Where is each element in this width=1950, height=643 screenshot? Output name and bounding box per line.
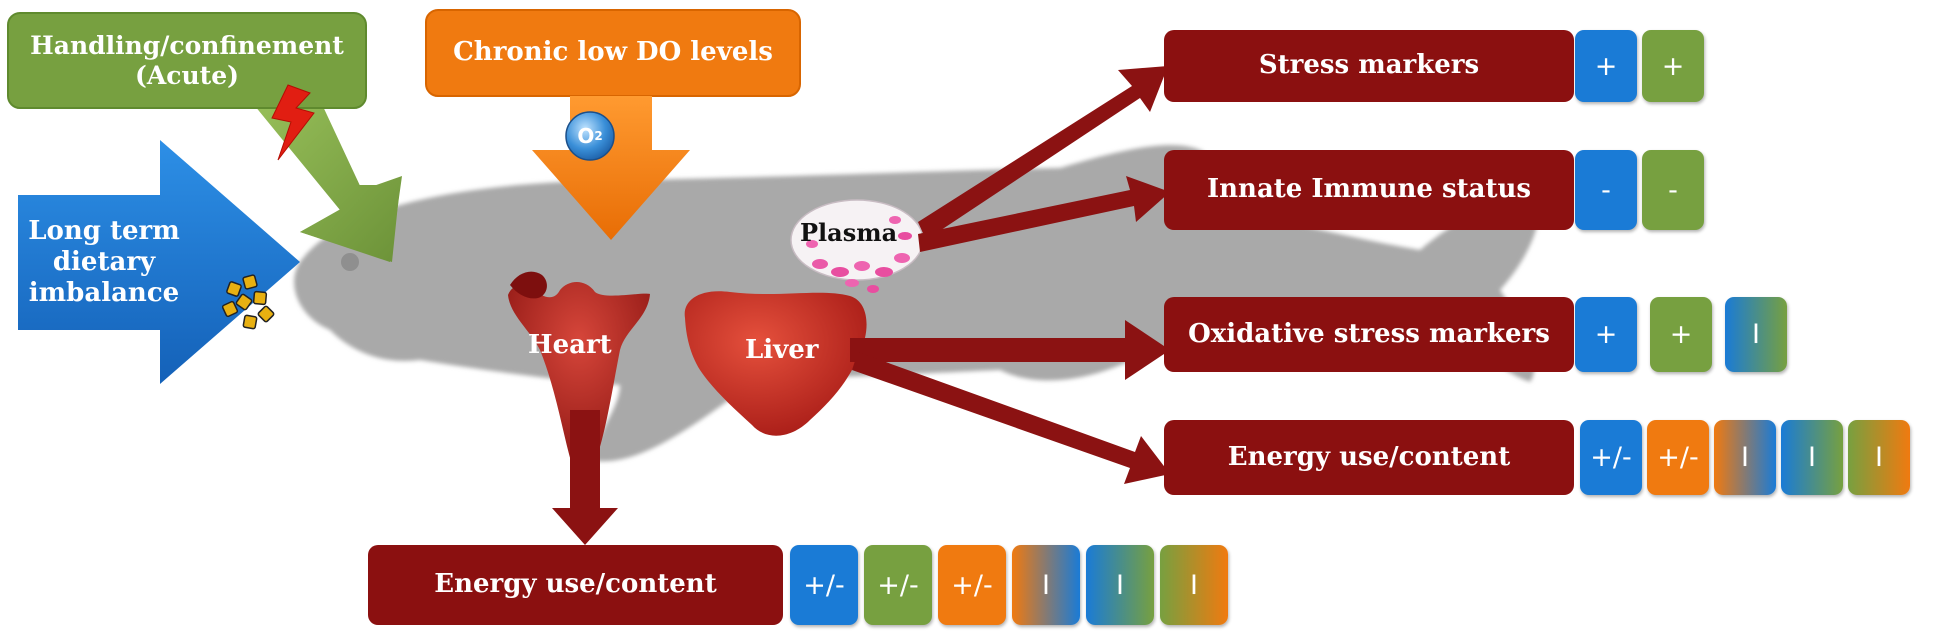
heart-energy-badge-blue-green: I — [1086, 545, 1154, 625]
arrow-plasma-immune — [918, 176, 1170, 252]
stress-markers-box-bg — [1164, 30, 1574, 102]
arrow-plasma-stress — [918, 66, 1168, 240]
liver-energy-badge-green-orange: I — [1848, 420, 1910, 495]
diet-arrow — [18, 140, 300, 384]
innate-immune-label: Innate Immune status — [1206, 174, 1532, 205]
heart-energy-badge-blue: +/- — [790, 545, 858, 625]
innate-immune-box-bg — [1164, 150, 1574, 230]
stress-markers-badge-blue: + — [1575, 30, 1637, 102]
acute-stress-label: Handling/confinement (Acute) — [30, 30, 344, 90]
arrow-liver-oxidative — [850, 320, 1170, 380]
oxidative-badge-blue: + — [1575, 297, 1637, 372]
liver-energy-box-bg — [1164, 420, 1574, 495]
diet-label: Long term dietary imbalance — [28, 215, 180, 309]
liver-organ — [684, 291, 867, 436]
liver-energy-badge-orange-blue: I — [1714, 420, 1776, 495]
plasma-label: Plasma — [800, 218, 898, 247]
oxidative-badge-blue-green: I — [1725, 297, 1787, 372]
heart-energy-badge-orange: +/- — [938, 545, 1006, 625]
stress-markers-label: Stress markers — [1258, 50, 1480, 81]
oxygen-symbol: O — [577, 124, 595, 148]
arrow-heart-down — [552, 410, 618, 545]
innate-immune-badge-green: - — [1642, 150, 1704, 230]
oxidative-box-bg — [1164, 297, 1574, 372]
acute-stress-arrow-body — [250, 100, 402, 262]
heart-organ — [508, 282, 650, 476]
liver-label: Liver — [745, 335, 819, 365]
liver-energy-badge-blue-green: I — [1781, 420, 1843, 495]
stress-markers-badge-green: + — [1642, 30, 1704, 102]
organ-arrows — [552, 66, 1170, 545]
heart-energy-badge-orange-blue: I — [1012, 545, 1080, 625]
chronic-do-label: Chronic low DO levels — [453, 37, 773, 68]
heart-energy-box-bg — [368, 545, 783, 625]
oxidative-badge-green: + — [1650, 297, 1712, 372]
arrow-liver-energy — [852, 352, 1170, 484]
acute-stress-box-bg — [7, 12, 367, 109]
heart-label: Heart — [528, 330, 612, 360]
lightning-icon — [271, 84, 315, 161]
food-pellets-icon — [221, 274, 275, 330]
oxygen-icon — [565, 111, 615, 161]
innate-immune-badge-blue: - — [1575, 150, 1637, 230]
liver-energy-badge-orange: +/- — [1647, 420, 1709, 495]
heart-vessel — [510, 271, 547, 299]
liver-energy-badge-blue: +/- — [1580, 420, 1642, 495]
heart-energy-label: Energy use/content — [434, 569, 717, 600]
liver-energy-label: Energy use/content — [1227, 441, 1511, 472]
plasma-oval — [790, 199, 924, 293]
heart-energy-badge-green: +/- — [864, 545, 932, 625]
oxygen-subscript: 2 — [594, 128, 603, 143]
outcome-boxes — [368, 30, 1574, 625]
heart-energy-badge-green-orange: I — [1160, 545, 1228, 625]
oxidative-label: Oxidative stress markers — [1188, 318, 1550, 349]
